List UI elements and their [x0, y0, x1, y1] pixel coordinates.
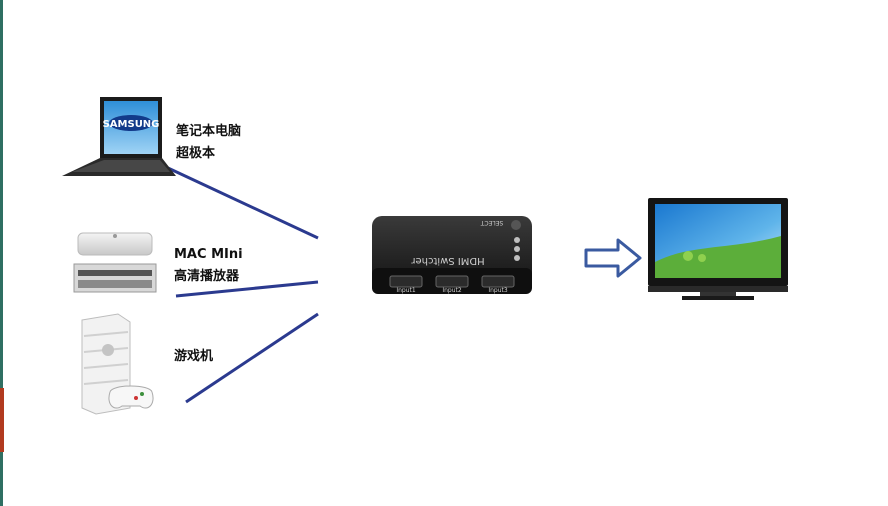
- left-edge-accent: [0, 388, 4, 452]
- laptop-label-line1: 笔记本电脑: [176, 124, 242, 139]
- switcher-input-1: Input1: [396, 287, 416, 294]
- mini-label-line2: 高清播放器: [174, 269, 240, 284]
- mini-label: MAC MIni 高清播放器: [174, 244, 243, 288]
- console-label-line1: 游戏机: [174, 349, 214, 364]
- tv-icon: [648, 198, 788, 300]
- gamepad-icon: [108, 385, 154, 409]
- hdmi-switcher-icon: [372, 216, 532, 294]
- mac-mini-icon: [77, 232, 153, 256]
- connector-lines: [167, 166, 319, 404]
- left-edge-bar: [0, 0, 3, 506]
- arrow-right-icon: [584, 238, 642, 278]
- media-player-icon: [73, 263, 157, 293]
- switcher-input-3: Input3: [488, 287, 508, 294]
- switcher-select-label: SELECT: [480, 219, 503, 226]
- mini-label-line1: MAC MIni: [174, 247, 243, 262]
- console-label: 游戏机: [174, 346, 213, 368]
- connector-mini: [175, 280, 319, 298]
- laptop-brand: SAMSUNG: [103, 119, 160, 130]
- connector-laptop: [167, 166, 319, 240]
- switcher-title: HDMI Switcher: [410, 255, 484, 266]
- switcher-input-2: Input2: [442, 287, 462, 294]
- laptop-label-line2: 超极本: [176, 146, 216, 161]
- laptop-label: 笔记本电脑 超极本: [176, 121, 241, 165]
- connector-console: [185, 312, 319, 404]
- laptop-icon: [62, 97, 176, 176]
